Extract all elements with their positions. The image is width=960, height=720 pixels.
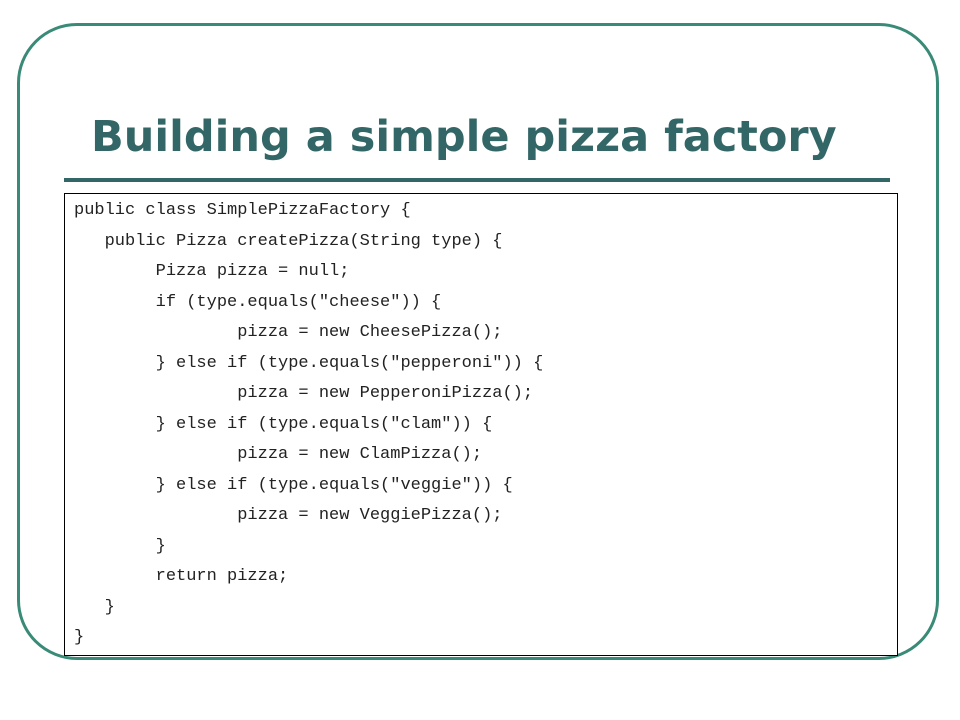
code-line: } else if (type.equals("veggie")) { <box>74 476 513 495</box>
code-block: public class SimplePizzaFactory { public… <box>64 193 898 656</box>
code-line: } <box>74 598 115 617</box>
code-line: } <box>74 537 166 556</box>
code-line: if (type.equals("cheese")) { <box>74 293 442 312</box>
code-line: } else if (type.equals("clam")) { <box>74 415 493 434</box>
slide-title: Building a simple pizza factory <box>91 112 837 162</box>
code-line: pizza = new ClamPizza(); <box>74 445 483 464</box>
code-line: public Pizza createPizza(String type) { <box>74 232 503 251</box>
code-line: return pizza; <box>74 567 289 586</box>
code-line: public class SimplePizzaFactory { <box>74 201 411 220</box>
code-line: Pizza pizza = null; <box>74 262 350 281</box>
title-underline <box>64 178 890 182</box>
code-line: } <box>74 628 85 647</box>
code-line: pizza = new VeggiePizza(); <box>74 506 503 525</box>
code-line: pizza = new PepperoniPizza(); <box>74 384 534 403</box>
code-line: } else if (type.equals("pepperoni")) { <box>74 354 544 373</box>
slide-frame <box>17 23 939 660</box>
code-line: pizza = new CheesePizza(); <box>74 323 503 342</box>
